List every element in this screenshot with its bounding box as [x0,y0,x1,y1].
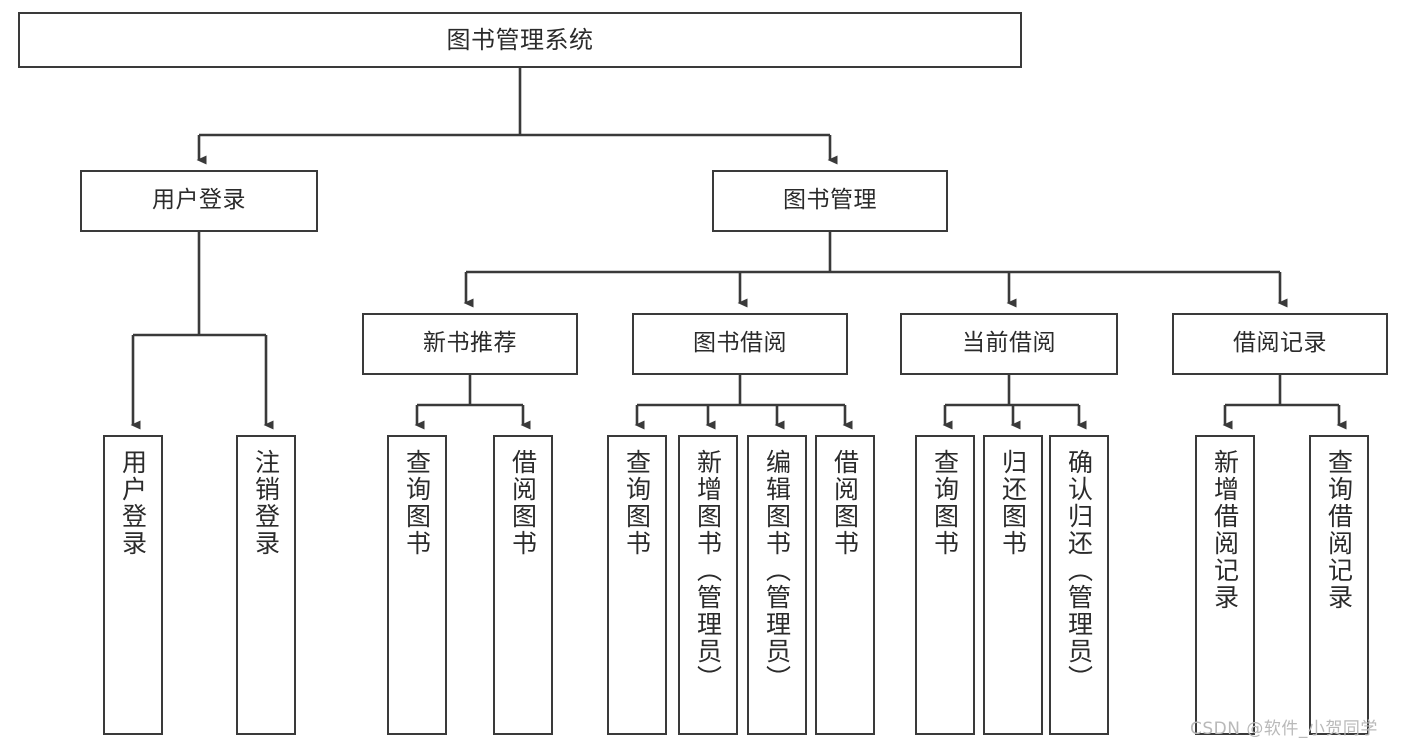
node-label: 编辑图书（管理员） [762,449,792,692]
node-leaf-query-book-current[interactable]: 查询图书 [915,435,975,735]
node-leaf-user-login[interactable]: 用户登录 [103,435,163,735]
node-leaf-add-book-admin[interactable]: 新增图书（管理员） [678,435,738,735]
node-label: 归还图书 [998,449,1028,557]
node-user-login[interactable]: 用户登录 [80,170,318,232]
node-label: 查询图书 [930,449,960,557]
node-label: 用户登录 [152,187,246,214]
node-current-borrow[interactable]: 当前借阅 [900,313,1118,375]
node-label: 新书推荐 [423,330,517,357]
node-label: 查询图书 [622,449,652,557]
node-leaf-return-book[interactable]: 归还图书 [983,435,1043,735]
node-leaf-borrow-book[interactable]: 借阅图书 [815,435,875,735]
node-leaf-query-book-recommend[interactable]: 查询图书 [387,435,447,735]
node-label: 图书借阅 [693,330,787,357]
csdn-watermark: CSDN @软件_小贺同学 [1190,719,1378,739]
node-label: 借阅图书 [508,449,538,557]
node-leaf-add-borrow-record[interactable]: 新增借阅记录 [1195,435,1255,735]
node-label: 新增图书（管理员） [693,449,723,692]
node-label: 借阅记录 [1233,330,1327,357]
node-leaf-query-book-borrow[interactable]: 查询图书 [607,435,667,735]
node-label: 借阅图书 [830,449,860,557]
node-book-borrow[interactable]: 图书借阅 [632,313,848,375]
node-label: 用户登录 [118,449,148,557]
node-leaf-confirm-return-admin[interactable]: 确认归还（管理员） [1049,435,1109,735]
node-label: 图书管理系统 [446,25,594,54]
node-label: 确认归还（管理员） [1064,449,1094,692]
node-new-book-recommend[interactable]: 新书推荐 [362,313,578,375]
node-label: 图书管理 [783,187,877,214]
node-leaf-edit-book-admin[interactable]: 编辑图书（管理员） [747,435,807,735]
node-label: 当前借阅 [962,330,1056,357]
node-root-book-management-system[interactable]: 图书管理系统 [18,12,1022,68]
node-leaf-logout-login[interactable]: 注销登录 [236,435,296,735]
node-borrow-record[interactable]: 借阅记录 [1172,313,1388,375]
node-label: 查询借阅记录 [1324,449,1354,611]
node-leaf-query-borrow-record[interactable]: 查询借阅记录 [1309,435,1369,735]
node-label: 查询图书 [402,449,432,557]
node-label: 新增借阅记录 [1210,449,1240,611]
node-label: 注销登录 [251,449,281,557]
node-leaf-borrow-book-recommend[interactable]: 借阅图书 [493,435,553,735]
node-book-management[interactable]: 图书管理 [712,170,948,232]
